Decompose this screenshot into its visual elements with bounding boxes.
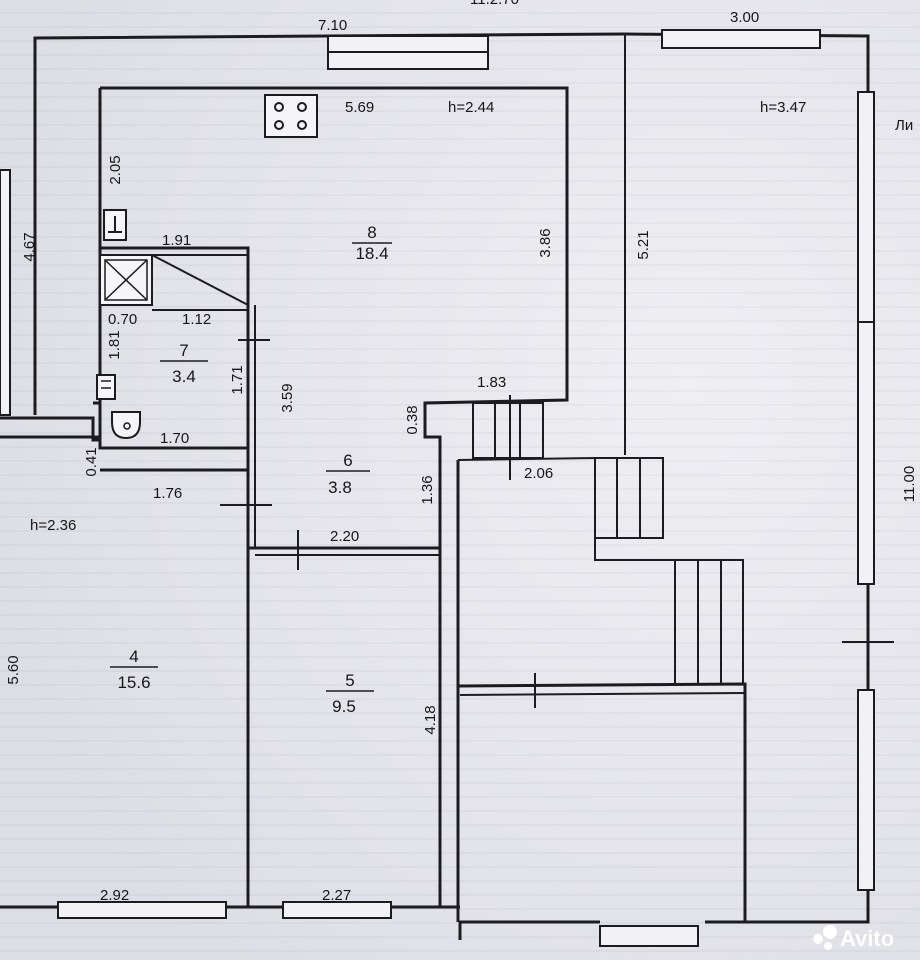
dim-bath-b: 1.12 xyxy=(182,311,211,328)
dim-small-a: 0.41 xyxy=(83,447,100,476)
dim-room5-width: 2.20 xyxy=(330,528,359,545)
room-4-number: 4 xyxy=(129,647,138,666)
toilet-icon xyxy=(96,374,116,400)
dim-bath-a: 0.70 xyxy=(108,311,137,328)
dim-room4-depth: 5.60 xyxy=(5,655,22,684)
kitchen-height: h=2.44 xyxy=(448,99,494,116)
window-bottom-mid xyxy=(282,901,392,919)
dim-bottom-mid: 2.27 xyxy=(322,887,351,904)
header-fragment-label: 11.2.70 xyxy=(470,0,519,8)
sink-icon xyxy=(103,209,127,241)
dim-bath-d: 1.71 xyxy=(229,365,246,394)
dim-bottom-left: 2.92 xyxy=(100,887,129,904)
window-bottom-left xyxy=(57,901,227,919)
room-5-number: 5 xyxy=(345,671,354,690)
dim-step-a: 0.38 xyxy=(404,405,421,434)
dim-kitchen-height: 3.86 xyxy=(537,228,554,257)
windows xyxy=(0,29,875,947)
watermark-text: Avito xyxy=(840,926,894,951)
bottom-right-room-wall-inner xyxy=(459,692,746,696)
dim-top-right-width: 3.00 xyxy=(730,9,759,26)
dim-hall-depth: 3.59 xyxy=(279,383,296,412)
dim-bath-width: 1.91 xyxy=(162,232,191,249)
window-right-3 xyxy=(857,689,875,891)
room-8-number: 8 xyxy=(367,223,376,242)
room-6-area: 3.8 xyxy=(328,478,352,497)
room-8-area: 18.4 xyxy=(355,244,388,263)
avito-watermark: Avito xyxy=(813,925,894,951)
side-text: Ли xyxy=(895,117,913,134)
stove-icon xyxy=(264,94,318,138)
dim-right-total: 11.00 xyxy=(901,466,918,502)
room-7-number: 7 xyxy=(179,341,188,360)
window-right-1 xyxy=(857,91,875,323)
left-connector-wall xyxy=(0,416,100,442)
dim-room5-depth: 4.18 xyxy=(422,705,439,734)
left-room-height: h=2.36 xyxy=(30,517,76,534)
outer-wall-bottom-right xyxy=(458,920,600,940)
dim-bath-c: 1.81 xyxy=(106,330,123,359)
stair-flight-3 xyxy=(674,559,744,685)
stair-flight-1 xyxy=(472,402,544,459)
room-4-area: 15.6 xyxy=(117,673,150,692)
dim-kitchen-depth: 2.05 xyxy=(107,155,124,184)
bathroom-wall-right xyxy=(100,246,250,470)
room-5-area: 9.5 xyxy=(332,697,356,716)
dimension-labels: 7.10 3.00 5.69 1.91 0.70 1.12 1.70 1.83 … xyxy=(100,9,759,904)
right-room-height: h=3.47 xyxy=(760,99,806,116)
dim-kitchen-width: 5.69 xyxy=(345,99,374,116)
washbasin-icon xyxy=(111,411,141,440)
bathroom-wall-bottom xyxy=(98,403,248,450)
window-left-edge xyxy=(0,169,11,416)
staircase-icon xyxy=(472,395,744,685)
dim-left-wall: 4.67 xyxy=(21,232,38,261)
shower-icon xyxy=(99,254,249,311)
dim-bath-e: 1.70 xyxy=(160,430,189,447)
dim-hall-width: 1.76 xyxy=(153,485,182,502)
window-right-2 xyxy=(857,321,875,585)
stair-flight-2 xyxy=(594,457,664,539)
room-7-area: 3.4 xyxy=(172,367,196,386)
dim-right-inner: 5.21 xyxy=(635,230,652,259)
dim-step-c: 2.06 xyxy=(524,465,553,482)
vertical-dimension-labels: 4.67 2.05 3.86 5.21 11.00 1.81 1.71 3.59… xyxy=(5,155,918,734)
door-ticks xyxy=(220,339,894,708)
dim-step-b: 1.83 xyxy=(477,374,506,391)
kitchen-wall xyxy=(100,86,569,548)
dim-hall-b: 1.36 xyxy=(419,475,436,504)
room-6-number: 6 xyxy=(343,451,352,470)
window-top-right xyxy=(661,29,821,49)
window-bottom-right xyxy=(599,925,699,947)
dim-top-left-width: 7.10 xyxy=(318,17,347,34)
room-labels: 8 18.4 7 3.4 6 3.8 4 15.6 5 9.5 xyxy=(110,223,392,716)
bottom-right-room-wall xyxy=(457,682,747,922)
